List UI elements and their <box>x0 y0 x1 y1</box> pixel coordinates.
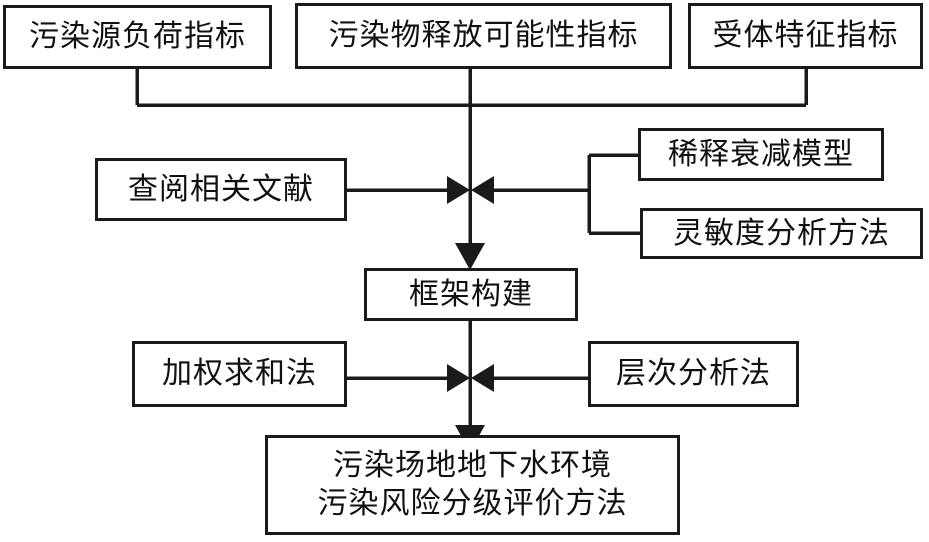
node-weighted-sum-label: 加权求和法 <box>162 356 317 392</box>
node-framework-label: 框架构建 <box>409 276 533 312</box>
node-release-probability-label: 污染物释放可能性指标 <box>328 18 639 54</box>
node-result[interactable]: 污染场地地下水环境 污染风险分级评价方法 <box>265 435 680 535</box>
node-ahp[interactable]: 层次分析法 <box>588 341 799 407</box>
node-literature[interactable]: 查阅相关文献 <box>95 158 347 221</box>
node-receptor[interactable]: 受体特征指标 <box>688 3 923 69</box>
arrowhead-literature-right <box>447 176 470 204</box>
arrowhead-ahp-left <box>471 364 494 392</box>
node-framework[interactable]: 框架构建 <box>364 268 578 321</box>
node-dilution-model[interactable]: 稀释衰减模型 <box>638 128 884 181</box>
node-sensitivity-analysis[interactable]: 灵敏度分析方法 <box>640 208 923 259</box>
node-dilution-model-label: 稀释衰减模型 <box>668 136 854 172</box>
arrowhead-bracket-left <box>471 176 494 204</box>
node-weighted-sum[interactable]: 加权求和法 <box>132 341 347 407</box>
node-source-load[interactable]: 污染源负荷指标 <box>3 5 272 69</box>
arrowhead-weighted-sum-right <box>447 364 470 392</box>
node-ahp-label: 层次分析法 <box>616 356 771 392</box>
node-sensitivity-analysis-label: 灵敏度分析方法 <box>673 215 890 251</box>
node-receptor-label: 受体特征指标 <box>712 18 899 54</box>
arrowhead-into-framework <box>455 243 485 270</box>
node-result-label: 污染场地地下水环境 污染风险分级评价方法 <box>317 447 628 521</box>
node-source-load-label: 污染源负荷指标 <box>29 19 246 55</box>
node-literature-label: 查阅相关文献 <box>128 171 314 207</box>
node-release-probability[interactable]: 污染物释放可能性指标 <box>295 3 672 69</box>
